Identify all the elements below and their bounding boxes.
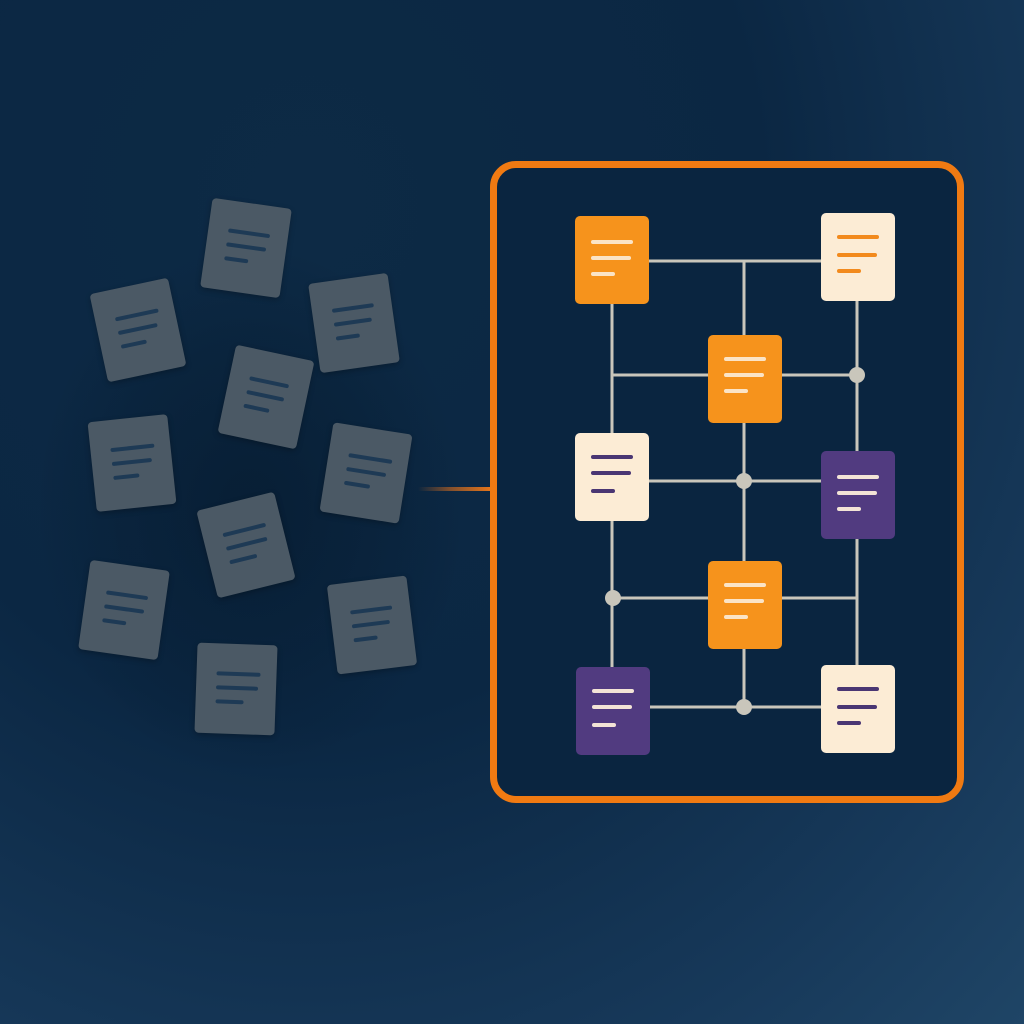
structured-document-orange <box>708 335 782 423</box>
connection-node <box>605 590 621 606</box>
structured-document-cream <box>575 433 649 521</box>
connection-node <box>849 367 865 383</box>
structured-document-cream <box>821 665 895 753</box>
structured-document-cream <box>821 213 895 301</box>
structured-document-orange <box>708 561 782 649</box>
connection-node <box>736 473 752 489</box>
structured-document-orange <box>575 216 649 304</box>
structured-document-purple <box>821 451 895 539</box>
structured-document-purple <box>576 667 650 755</box>
transformation-connector <box>418 487 492 491</box>
connection-node <box>736 699 752 715</box>
